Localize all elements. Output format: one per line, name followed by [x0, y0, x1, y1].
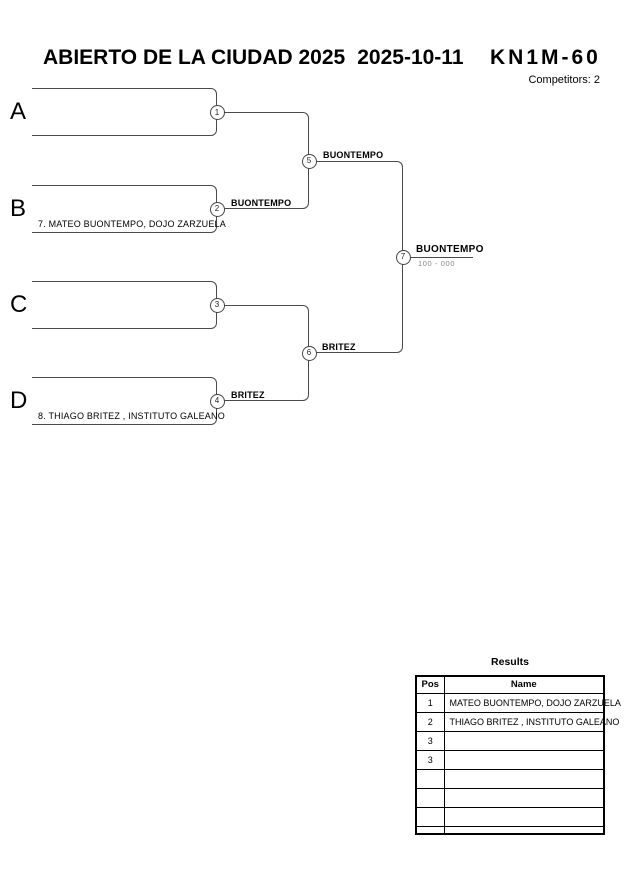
competitors-count: Competitors: 2: [528, 74, 600, 86]
page-title: ABIERTO DE LA CIUDAD 2025 2025-10-11: [43, 46, 464, 70]
slot-letter-a: A: [10, 98, 27, 125]
connector-m4-m6: [217, 353, 309, 401]
connector-m6-m7: [309, 257, 403, 353]
seed-name-b: 7. MATEO BUONTEMPO, DOJO ZARZUELA: [38, 219, 226, 229]
slot-letter-d: D: [10, 387, 28, 414]
name-cell: MATEO BUONTEMPO, DOJO ZARZUELA: [443, 692, 621, 713]
name-cell: [443, 806, 605, 827]
name-cell: [443, 730, 605, 751]
match-circle-1: 1: [209, 105, 225, 120]
pos-cell: 3: [415, 749, 445, 770]
pos-cell: 2: [415, 711, 445, 732]
results-table: Pos Name 1 MATEO BUONTEMPO, DOJO ZARZUEL…: [415, 675, 621, 835]
name-cell: [443, 825, 605, 835]
table-row: [415, 787, 605, 808]
pos-cell: [415, 768, 445, 789]
col-header-name: Name: [443, 675, 605, 694]
table-row: 2 THIAGO BRITEZ , INSTITUTO GALEANO: [415, 711, 619, 732]
table-row: 3: [415, 749, 605, 770]
winner-label-m4: BRITEZ: [231, 390, 265, 400]
match-circle-7: 7: [395, 249, 411, 265]
event-date: 2025-10-11: [357, 46, 464, 69]
winner-label-m2: BUONTEMPO: [231, 198, 292, 208]
connector-m3-m6: [217, 305, 309, 353]
pos-cell: [415, 825, 445, 835]
connector-m2-m5: [217, 161, 309, 209]
name-cell: [443, 749, 605, 770]
pos-cell: [415, 787, 445, 808]
name-cell: THIAGO BRITEZ , INSTITUTO GALEANO: [443, 711, 619, 732]
results-header-row: Pos Name: [415, 675, 605, 694]
connector-m5-m7: [309, 161, 403, 257]
pos-cell: 1: [415, 692, 445, 713]
champion-name: BUONTEMPO: [416, 244, 484, 255]
table-row: [415, 768, 605, 789]
winner-label-m5: BUONTEMPO: [323, 150, 384, 160]
bracket-slot-c: [32, 281, 217, 329]
winner-label-m6: BRITEZ: [322, 342, 356, 352]
bracket-slot-a: [32, 88, 217, 136]
seed-name-d: 8. THIAGO BRITEZ , INSTITUTO GALEANO: [38, 411, 225, 421]
match-circle-4: 4: [209, 393, 225, 409]
pos-cell: [415, 806, 445, 827]
tournament-name: ABIERTO DE LA CIUDAD 2025: [43, 46, 346, 69]
table-row: 1 MATEO BUONTEMPO, DOJO ZARZUELA: [415, 692, 621, 713]
results-title: Results: [491, 656, 529, 668]
match-circle-5: 5: [301, 153, 317, 169]
category-code: KN1M-60: [490, 46, 601, 69]
match-circle-2: 2: [209, 201, 225, 217]
slot-letter-b: B: [10, 195, 27, 222]
table-row: [415, 825, 605, 835]
final-score: 100 - 000: [418, 259, 456, 268]
name-cell: [443, 768, 605, 789]
col-header-pos: Pos: [415, 675, 445, 694]
pos-cell: 3: [415, 730, 445, 751]
slot-letter-c: C: [10, 291, 28, 318]
champion-line: [403, 257, 473, 258]
connector-m1-m5: [217, 112, 309, 161]
match-circle-3: 3: [209, 297, 225, 313]
match-circle-6: 6: [301, 345, 317, 361]
table-row: 3: [415, 730, 605, 751]
table-row: [415, 806, 605, 827]
name-cell: [443, 787, 605, 808]
